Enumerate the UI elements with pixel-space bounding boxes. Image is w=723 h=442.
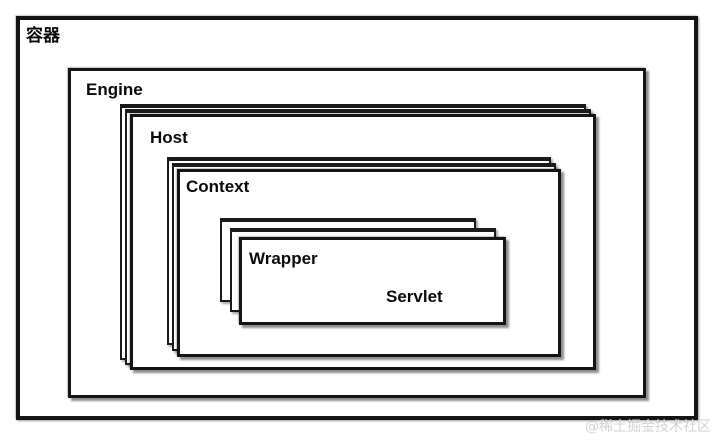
wrapper-box — [239, 237, 506, 325]
watermark-text: @稀土掘金技术社区 — [585, 419, 711, 435]
host-label: Host — [150, 128, 188, 147]
container-label: 容器 — [26, 26, 60, 46]
servlet-label: Servlet — [386, 287, 443, 306]
context-label: Context — [186, 177, 250, 196]
engine-label: Engine — [86, 80, 143, 99]
wrapper-label: Wrapper — [249, 249, 318, 268]
